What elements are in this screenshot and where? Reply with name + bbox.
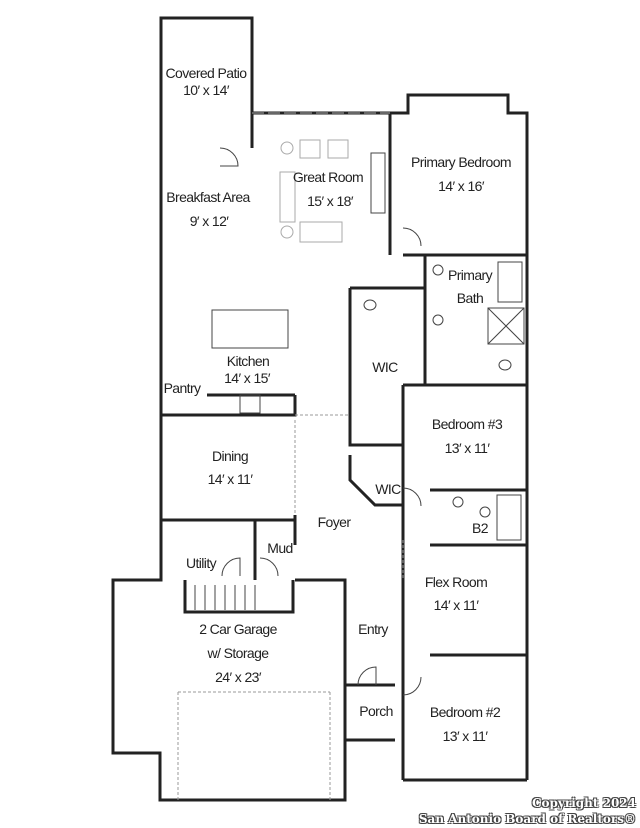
door-swing	[402, 487, 422, 507]
watermark-copyright: Copyright 2024	[531, 796, 636, 810]
walls	[111, 16, 529, 802]
chair	[327, 139, 349, 159]
bedroom3-name: Bedroom #3	[432, 416, 503, 432]
fireplace-icon	[370, 152, 386, 214]
toilet-icon	[479, 506, 491, 518]
fixtures	[194, 139, 525, 696]
kitchen-island	[211, 309, 289, 349]
side-table	[280, 225, 294, 239]
primary-bath-name: Primary	[448, 267, 493, 283]
wic-primary-name: WIC	[372, 359, 398, 375]
sink-icon	[432, 314, 444, 326]
door-swing	[402, 676, 422, 696]
sink-icon	[452, 496, 464, 508]
kitchen-size: 14′ x 15′	[224, 370, 271, 386]
primary-bedroom-size: 14′ x 16′	[438, 178, 485, 194]
door-swing	[259, 557, 279, 577]
toilet-icon	[363, 299, 377, 311]
covered-patio-size: 10′ x 14′	[183, 82, 230, 98]
toilet-icon	[498, 359, 512, 371]
door-swing	[357, 666, 377, 686]
door-swing	[402, 227, 422, 247]
flex-room-name: Flex Room	[425, 574, 487, 590]
bathtub-icon	[496, 494, 522, 541]
b2-name: B2	[472, 520, 489, 536]
garage-name: 2 Car Garage	[199, 621, 277, 637]
flex-room-size: 14′ x 11′	[434, 597, 480, 613]
garage-size: 24′ x 23′	[215, 669, 262, 685]
great-room-size: 15′ x 18′	[307, 193, 354, 209]
sofa	[299, 221, 343, 243]
sofa	[279, 171, 296, 223]
primary-bedroom-name: Primary Bedroom	[411, 154, 511, 170]
kitchen-name: Kitchen	[227, 353, 270, 369]
sink-icon	[432, 264, 444, 276]
dining-size: 14′ x 11′	[208, 471, 254, 487]
covered-patio-name: Covered Patio	[166, 65, 248, 81]
breakfast-area-name: Breakfast Area	[166, 189, 250, 205]
great-room-name: Great Room	[293, 169, 363, 185]
entry-name: Entry	[358, 621, 388, 637]
bedroom3-size: 13′ x 11′	[445, 440, 491, 456]
side-table	[280, 141, 294, 155]
dining-name: Dining	[212, 448, 248, 464]
stairs	[194, 585, 256, 610]
foyer-name: Foyer	[318, 514, 352, 530]
door-swing	[219, 147, 239, 167]
utility-name: Utility	[186, 555, 217, 571]
bathtub-icon	[497, 261, 523, 303]
shower-icon	[487, 307, 525, 345]
cooktop-icon	[239, 394, 261, 414]
watermark-board: San Antonio Board of Realtors®	[418, 812, 636, 826]
bedroom2-size: 13′ x 11′	[443, 728, 489, 744]
mud-name: Mud	[267, 540, 292, 556]
breakfast-area-size: 9′ x 12′	[190, 213, 230, 229]
wic-bed3-name: WIC	[375, 481, 401, 497]
pantry-name: Pantry	[164, 380, 201, 396]
garage-name-2: w/ Storage	[207, 645, 270, 661]
door-swing	[221, 557, 241, 577]
bedroom2-name: Bedroom #2	[430, 704, 501, 720]
porch-name: Porch	[359, 703, 393, 719]
primary-bath-name-2: Bath	[457, 290, 483, 306]
chair	[299, 139, 321, 159]
